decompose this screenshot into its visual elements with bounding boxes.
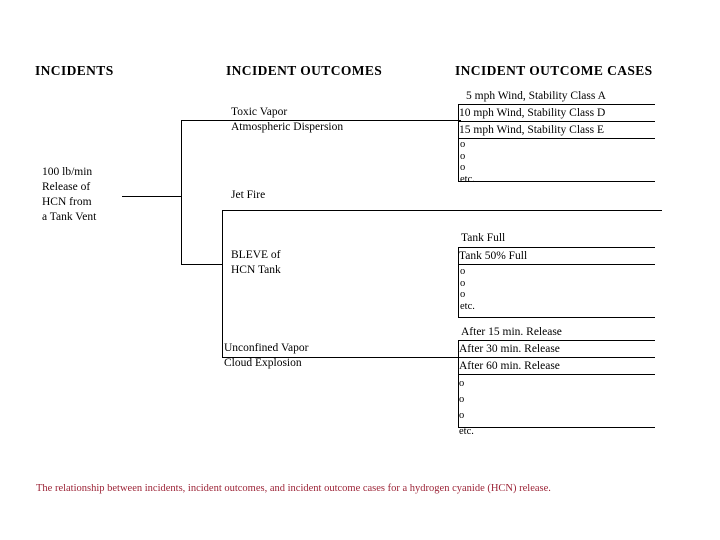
continuation-dot-3: o [459,410,465,421]
case-rule-toxic-4 [458,181,655,182]
case-box-border-left-bleve [458,247,459,317]
case-box-border-left-uvce [458,340,459,427]
outcome-label-bleve: BLEVE of HCN Tank [231,248,281,278]
header-incidents: INCIDENTS [35,63,114,78]
continuation-dot-2: o [460,150,466,162]
case-toxic-vapor-2: 10 mph Wind, Stability Class D [459,107,606,119]
continuation-etc: etc. [460,300,475,312]
continuation-dot-1: o [460,139,466,150]
case-rule-toxic-3 [458,138,655,139]
branch-line-bleve-stub [181,264,223,265]
outcome-bleve-line-1: BLEVE of [231,249,281,261]
branch-line-toxic-vapor [181,120,461,121]
branch-line-jet-fire [222,210,662,211]
trunk-vertical-main [181,120,182,265]
case-uvce-3: After 60 min. Release [459,360,560,372]
incident-label-line-2: Release of [42,181,91,193]
continuation-dot-1: o [459,378,465,389]
continuation-dot-3: o [460,162,466,173]
outcome-label-jet-fire: Jet Fire [231,188,265,203]
outcome-uvce-line-1: Unconfined Vapor [224,342,309,354]
case-box-border-left-toxic-vapor [458,104,459,181]
continuation-dot-1: o [460,266,466,277]
case-rule-uvce-2 [458,357,655,358]
incident-label: 100 lb/min Release of HCN from a Tank Ve… [42,165,96,225]
continuation-etc: etc. [459,426,474,437]
incident-label-line-1: 100 lb/min [42,166,93,178]
continuation-dot-3: o [460,289,466,300]
case-rule-bleve-2 [458,264,655,265]
case-rule-bleve-3 [458,317,655,318]
outcome-label-uvce: Unconfined Vapor Cloud Explosion [224,341,308,371]
incident-label-line-3: HCN from [42,196,92,208]
case-rule-bleve-1 [458,247,655,248]
case-uvce-1: After 15 min. Release [461,326,562,338]
case-rule-toxic-1 [458,104,655,105]
figure-caption: The relationship between incidents, inci… [36,483,551,494]
case-rule-uvce-3 [458,374,655,375]
outcome-toxic-vapor-line-2: Atmospheric Dispersion [231,121,344,133]
incident-label-line-4: a Tank Vent [42,211,97,223]
case-rule-toxic-2 [458,121,655,122]
trunk-vertical-secondary [222,210,223,358]
case-rule-uvce-4 [458,427,655,428]
outcome-jet-fire-line-1: Jet Fire [231,189,266,201]
continuation-dot-2: o [460,277,466,289]
outcome-uvce-line-2: Cloud Explosion [224,357,302,369]
outcome-toxic-vapor-line-1: Toxic Vapor [231,106,288,118]
case-toxic-vapor-3: 15 mph Wind, Stability Class E [459,124,604,136]
case-uvce-2: After 30 min. Release [459,343,560,355]
case-bleve-1: Tank Full [461,232,506,244]
case-continuation-uvce: o o o etc. [459,376,474,440]
case-rule-uvce-1 [458,340,655,341]
outcome-bleve-line-2: HCN Tank [231,264,281,276]
continuation-etc: etc. [460,173,475,185]
header-incident-outcome-cases: INCIDENT OUTCOME CASES [455,63,653,78]
header-incident-outcomes: INCIDENT OUTCOMES [226,63,383,78]
case-bleve-2: Tank 50% Full [459,250,528,262]
case-toxic-vapor-1: 5 mph Wind, Stability Class A [466,90,606,102]
branch-line-uvce [222,357,460,358]
case-continuation-bleve: o o o etc. [460,266,475,312]
incident-connector-line [122,196,182,197]
case-continuation-toxic-vapor: o o o etc. [460,139,475,185]
outcome-label-toxic-vapor: Toxic Vapor Atmospheric Dispersion [231,105,343,135]
continuation-dot-2: o [459,394,465,405]
